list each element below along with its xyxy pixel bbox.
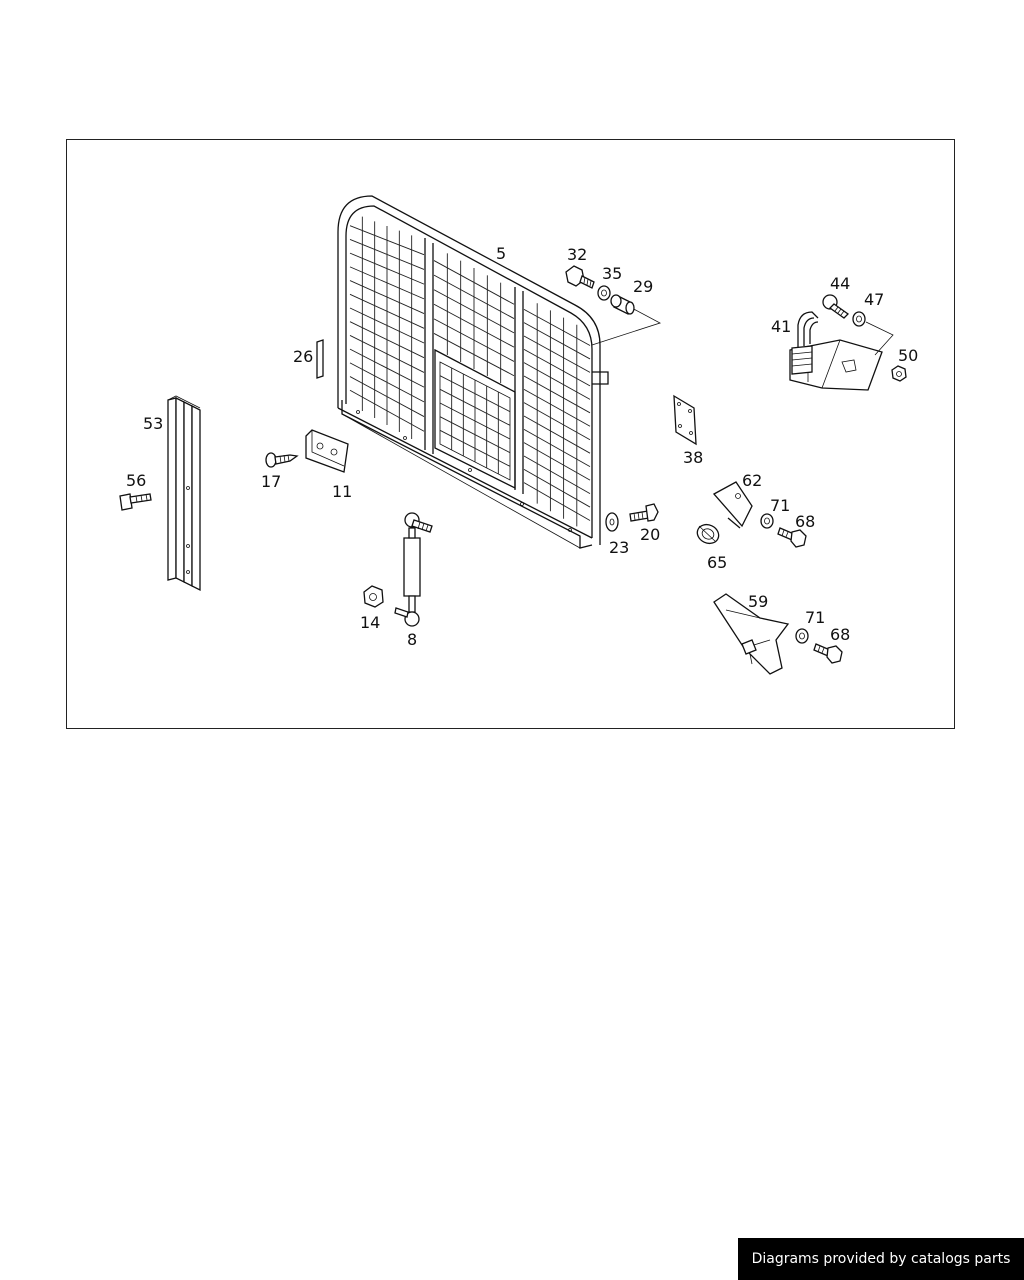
- callout-35: 35: [602, 264, 622, 283]
- mesh-wire: [439, 429, 511, 467]
- mesh-wire: [523, 428, 591, 468]
- callout-17: 17: [261, 472, 281, 491]
- mesh-wire: [349, 307, 425, 344]
- callout-11: 11: [332, 482, 352, 501]
- mesh-wire: [349, 348, 425, 388]
- callout-68-upper: 68: [795, 512, 815, 531]
- mesh-wire: [433, 303, 515, 348]
- part-44-bolt: [822, 294, 850, 319]
- mesh-wire: [349, 293, 425, 329]
- mesh-wire: [349, 225, 425, 256]
- part-68-bolt-upper: [777, 527, 807, 548]
- part-62-hinge-bracket: [712, 481, 753, 529]
- callout-59: 59: [748, 592, 768, 611]
- mesh-wire: [523, 308, 591, 346]
- mesh-wire: [349, 321, 425, 359]
- mesh-wire: [349, 376, 425, 417]
- part-71-washer-upper: [760, 513, 774, 529]
- callout-47: 47: [864, 290, 884, 309]
- callout-38: 38: [683, 448, 703, 467]
- mesh-wire: [433, 318, 515, 362]
- part-59-latch-arm: [713, 593, 790, 675]
- part-23-washer: [605, 512, 619, 532]
- callout-56: 56: [126, 471, 146, 490]
- mesh-wire: [349, 239, 425, 270]
- callout-26: 26: [293, 347, 313, 366]
- callout-41: 41: [771, 317, 791, 336]
- part-26-pad: [316, 339, 324, 379]
- callout-5: 5: [496, 244, 506, 263]
- callout-65: 65: [707, 553, 727, 572]
- callout-71-lower: 71: [805, 608, 825, 627]
- mesh-wire: [349, 280, 425, 314]
- part-41-mounting-bracket: [789, 311, 883, 391]
- part-47-washer: [852, 311, 866, 327]
- part-56-screw: [119, 493, 152, 511]
- part-53-rail: [167, 395, 201, 592]
- part-17-tapping-screw: [265, 452, 299, 468]
- mesh-wire: [523, 468, 591, 508]
- mesh-wire: [433, 260, 515, 305]
- mesh-wire: [523, 455, 591, 494]
- mesh-wire: [523, 335, 591, 373]
- callout-71-upper: 71: [770, 496, 790, 515]
- callout-29: 29: [633, 277, 653, 296]
- diagram-frame: [66, 139, 955, 729]
- part-5-partition-grille: [337, 195, 609, 549]
- mesh-wire: [523, 362, 591, 400]
- credit-banner: Diagrams provided by catalogs parts: [738, 1238, 1024, 1280]
- callout-53: 53: [143, 414, 163, 433]
- mesh-wire: [523, 402, 591, 441]
- part-29-spacer-sleeve: [610, 294, 635, 315]
- callout-20: 20: [640, 525, 660, 544]
- part-68-bolt-lower: [813, 643, 843, 664]
- part-38-plate: [673, 394, 697, 446]
- part-50-nut: [891, 365, 907, 382]
- callout-50: 50: [898, 346, 918, 365]
- part-20-bolt: [629, 503, 659, 522]
- mesh-wire: [523, 388, 591, 427]
- mesh-wire: [523, 415, 591, 454]
- part-35-washer: [597, 285, 611, 301]
- mesh-wire: [523, 375, 591, 414]
- mesh-wire: [433, 274, 515, 319]
- part-65-bushing: [696, 523, 720, 545]
- mesh-wire: [523, 442, 591, 481]
- mesh-wire: [349, 266, 425, 300]
- mesh-wire: [433, 289, 515, 334]
- credit-text: Diagrams provided by catalogs parts: [751, 1251, 1011, 1267]
- part-8-gas-strut: [394, 512, 433, 627]
- mesh-wire: [523, 322, 591, 360]
- mesh-wire: [349, 389, 425, 432]
- mesh-wire: [349, 252, 425, 285]
- mesh-wire: [523, 348, 591, 387]
- grille-mesh: [349, 216, 591, 527]
- mesh-wire: [433, 333, 515, 377]
- part-32-bolt: [565, 265, 595, 289]
- callout-68-lower: 68: [830, 625, 850, 644]
- mesh-wire: [523, 482, 591, 521]
- mesh-wire: [439, 375, 511, 413]
- callout-23: 23: [609, 538, 629, 557]
- part-11-block: [305, 429, 349, 473]
- mesh-wire: [349, 335, 425, 373]
- callout-32: 32: [567, 245, 587, 264]
- mesh-wire: [439, 416, 511, 454]
- mesh-wire: [439, 388, 511, 426]
- callout-44: 44: [830, 274, 850, 293]
- callout-8: 8: [407, 630, 417, 649]
- callout-14: 14: [360, 613, 380, 632]
- part-14-nut: [363, 585, 384, 608]
- mesh-wire: [439, 402, 511, 440]
- mesh-wire: [349, 362, 425, 403]
- callout-62: 62: [742, 471, 762, 490]
- part-71-washer-lower: [795, 628, 809, 644]
